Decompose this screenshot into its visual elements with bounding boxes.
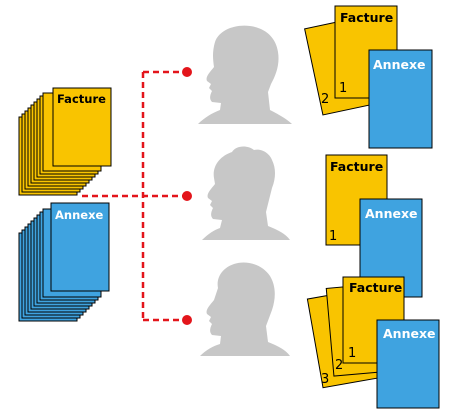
copy-number: 1 bbox=[339, 81, 347, 96]
recipient-invoice-label: Facture bbox=[330, 159, 383, 174]
recipient-invoice-label: Facture bbox=[349, 280, 402, 295]
connector-lines bbox=[82, 70, 185, 322]
copy-number: 2 bbox=[335, 358, 343, 373]
connector-dot-middle bbox=[182, 191, 192, 201]
recipient-documents-2: Facture 1 Annexe bbox=[325, 154, 423, 298]
person-silhouette-icon bbox=[198, 25, 292, 124]
annex-sheet bbox=[368, 49, 433, 149]
copy-number: 2 bbox=[321, 92, 329, 107]
recipient-annex-label: Annexe bbox=[373, 57, 426, 72]
source-annex-stack: Annexe bbox=[18, 202, 110, 322]
source-annex-label: Annexe bbox=[55, 208, 103, 222]
stack-sheet-top bbox=[52, 87, 112, 167]
recipient-invoice-label: Facture bbox=[340, 10, 393, 25]
recipient-annex-label: Annexe bbox=[365, 206, 418, 221]
annex-sheet bbox=[376, 319, 440, 409]
copy-number: 1 bbox=[329, 229, 337, 244]
source-invoice-label: Facture bbox=[57, 92, 106, 106]
recipient-documents-3: 3 2 Facture 1 Annexe bbox=[306, 276, 440, 409]
copy-number: 3 bbox=[321, 372, 329, 387]
copy-number: 1 bbox=[348, 346, 356, 361]
source-invoice-stack: Facture bbox=[18, 87, 112, 196]
person-silhouette-icon bbox=[202, 146, 290, 240]
connector-dot-bottom bbox=[182, 315, 192, 325]
stack-sheet-top bbox=[50, 202, 110, 292]
recipient-annex-label: Annexe bbox=[383, 326, 436, 341]
connector-dot-top bbox=[182, 67, 192, 77]
recipient-documents-1: 2 Facture 1 Annexe bbox=[304, 5, 433, 149]
person-silhouette-icon bbox=[200, 262, 290, 356]
